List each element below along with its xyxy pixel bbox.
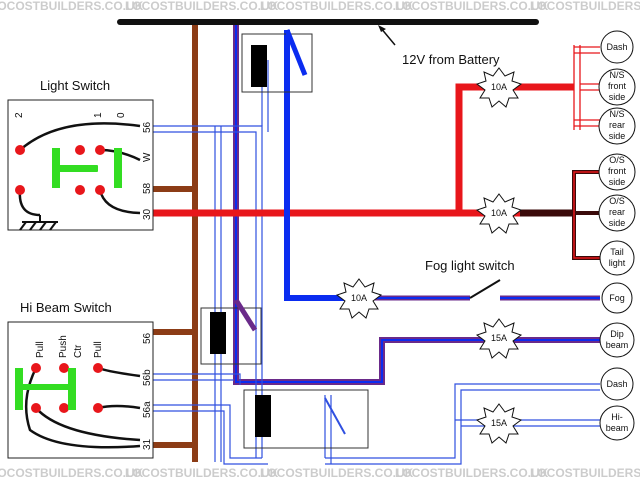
lamp-ns-rear: N/S rear side [598,107,636,145]
lamp-label-line: beam [606,423,629,433]
lamp-label-line: light [609,258,626,268]
signal-cables [145,60,600,465]
lamp-label: Dash [606,379,627,389]
position-label: 0 [116,112,127,118]
terminal-label: 56a [142,401,153,418]
watermark-text: LOCOSTBUILDERS.CO.UK [0,0,144,13]
fuse-ns-side: 10A [475,67,523,108]
lamp-label-line: front [608,81,627,91]
watermark-text: LOCOSTBUILDERS.CO.UK [530,466,640,480]
fuse-label: 15A [491,418,507,428]
position-label: 1 [93,112,104,118]
fuse-label: 10A [491,208,507,218]
position-label: 2 [14,112,25,118]
watermark-text: LOCOSTBUILDERS.CO.UK [395,0,549,13]
hi-beam-switch-title: Hi Beam Switch [20,300,112,315]
lamp-hi: Hi- beam [599,405,635,441]
lamp-label-line: side [609,177,626,187]
fuse-label: 15A [491,333,507,343]
hi-beam-switch-terminals: 56 56b 56a 31 [142,332,153,450]
terminal-label: 56b [142,369,153,386]
lamp-label-line: front [608,166,627,176]
relay-bottom [243,389,369,449]
fuse-dip: 15A [475,318,523,359]
lamps: Dash N/S front side N/S rear side O/S fr… [598,30,636,441]
watermark-text: LOCOSTBUILDERS.CO.UK [125,466,279,480]
lamp-fog: Fog [601,282,633,314]
lamp-os-front: O/S front side [598,153,636,191]
lamp-label-line: N/S [609,70,624,80]
lamp-dip: Dip beam [599,322,635,358]
hi-beam-switch-contacts [31,363,103,413]
lamp-label-line: O/S [609,155,625,165]
ns-side-lamp-wires [573,45,600,130]
hi-beam-switch: Hi Beam Switch Pull Push Ctr Pull 56 56b… [7,300,154,459]
hi-beam-switch-positions: Pull Push Ctr Pull [35,335,104,358]
watermark-text: LOCOSTBUILDERS.CO.UK [260,466,414,480]
lamp-tail: Tail light [599,240,635,276]
light-switch-contacts [15,145,105,195]
lamp-label-line: Tail [610,247,624,257]
lamp-ns-front: N/S front side [598,68,636,106]
os-side-lamp-wires [520,170,600,260]
terminal-label: 56 [142,332,153,344]
purple-feed-wire [233,25,633,385]
terminal-label: 31 [142,438,153,450]
position-label: Pull [93,341,104,358]
lamp-label-line: rear [609,207,625,217]
lamp-label-line: O/S [609,196,625,206]
red-wires [145,83,574,217]
fuse-os-side: 10A [475,193,523,234]
lamp-label: Dash [606,42,627,52]
hi-beam-switch-slider[interactable] [15,368,76,410]
battery-arrowhead [378,25,386,32]
fuse-label: 10A [491,82,507,92]
watermark-text: LOCOSTBUILDERS.CO.UK [125,0,279,13]
light-switch-terminals: 56 W 58 30 [142,121,153,220]
lamp-os-rear: O/S rear side [598,194,636,232]
lamp-label-line: side [609,92,626,102]
lamp-label-line: N/S [609,109,624,119]
position-label: Ctr [73,344,84,358]
lamp-label-line: beam [606,340,629,350]
lamp-dash-bottom: Dash [600,367,634,401]
earth-symbol [19,215,58,231]
lamp-label-line: Hi- [611,412,623,422]
lamp-label-line: Dip [610,329,624,339]
light-switch-positions: 2 1 0 [14,112,127,118]
terminal-label: 56 [142,121,153,133]
light-switch-slider[interactable] [52,148,122,188]
fuses: 10A 10A 10A 15A 15A [335,67,523,444]
light-switch-title: Light Switch [40,78,110,93]
terminal-label: W [142,152,153,162]
fog-switch-contact[interactable] [469,279,501,299]
lamp-dash-top: Dash [600,30,634,64]
position-label: Pull [35,341,46,358]
watermark-text: LOCOSTBUILDERS.CO.UK [530,0,640,13]
fuse-hi: 15A [475,403,523,444]
fog-switch-label: Fog light switch [425,258,515,273]
lamp-label-line: side [609,218,626,228]
lamp-label-line: rear [609,120,625,130]
terminal-label: 58 [142,182,153,194]
watermark-text: LOCOSTBUILDERS.CO.UK [395,466,549,480]
watermark-text: LOCOSTBUILDERS.CO.UK [0,466,144,480]
fuse-fog: 10A [335,278,383,319]
relay-middle [200,298,262,365]
terminal-label: 30 [142,208,153,220]
lamp-label-line: side [609,131,626,141]
watermark-text: LOCOSTBUILDERS.CO.UK [260,0,414,13]
position-label: Push [58,335,69,358]
light-switch: Light Switch 2 1 0 56 W 58 30 [7,78,154,231]
fuse-label: 10A [351,293,367,303]
relay-top [241,29,313,93]
battery-label: 12V from Battery [402,52,500,67]
lamp-label: Fog [609,293,625,303]
